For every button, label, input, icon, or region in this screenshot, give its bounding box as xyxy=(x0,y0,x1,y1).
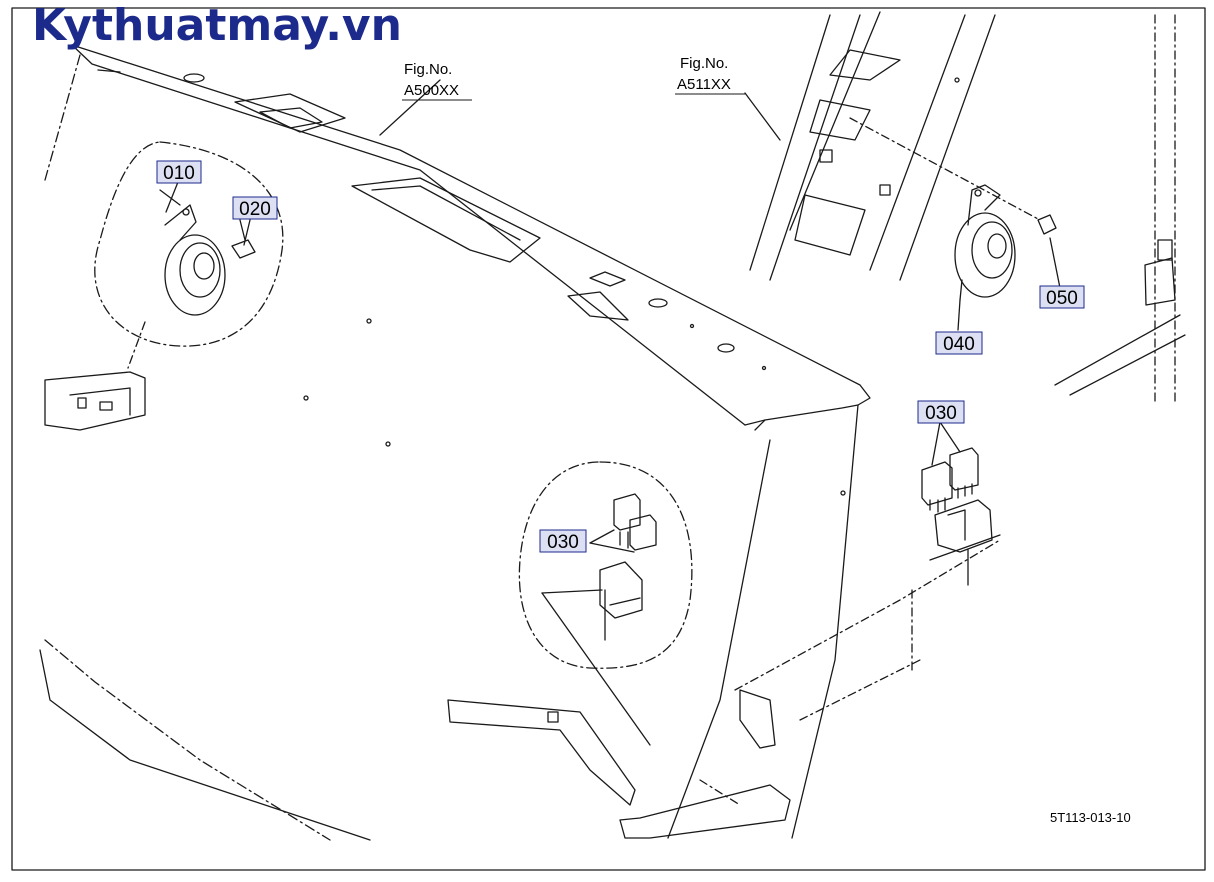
label-050: 050 xyxy=(1046,288,1078,309)
label-040: 040 xyxy=(943,334,975,355)
right-post xyxy=(1054,14,1186,406)
left-bracket xyxy=(44,371,146,431)
label-030-center: 030 xyxy=(547,532,579,553)
drawing-number: 5T113-013-10 xyxy=(1050,810,1131,825)
fig-ref-2-line1: Fig.No. xyxy=(680,55,728,72)
leader-lines xyxy=(165,79,1061,746)
label-010: 010 xyxy=(163,163,195,184)
main-panel xyxy=(39,44,871,841)
fig-references: Fig.No. A500XX Fig.No. A511XX xyxy=(402,55,745,101)
relay-detail-center xyxy=(518,461,693,669)
horn-detail-left xyxy=(94,141,284,369)
horn-right xyxy=(954,184,1057,301)
relays-right xyxy=(911,447,1001,671)
bottom-brackets xyxy=(447,539,1001,839)
drawing-frame xyxy=(11,7,1206,871)
part-labels: 010 020 030 030 040 050 xyxy=(156,160,1085,553)
fig-ref-1-line2: A500XX xyxy=(404,82,459,99)
watermark-logo: Kythuatmay.vn xyxy=(32,0,402,51)
label-020: 020 xyxy=(239,199,271,220)
label-030-right: 030 xyxy=(925,403,957,424)
upper-right-frame xyxy=(749,11,1041,281)
fig-ref-1-line1: Fig.No. xyxy=(404,61,452,78)
fig-ref-2-line2: A511XX xyxy=(677,76,731,93)
